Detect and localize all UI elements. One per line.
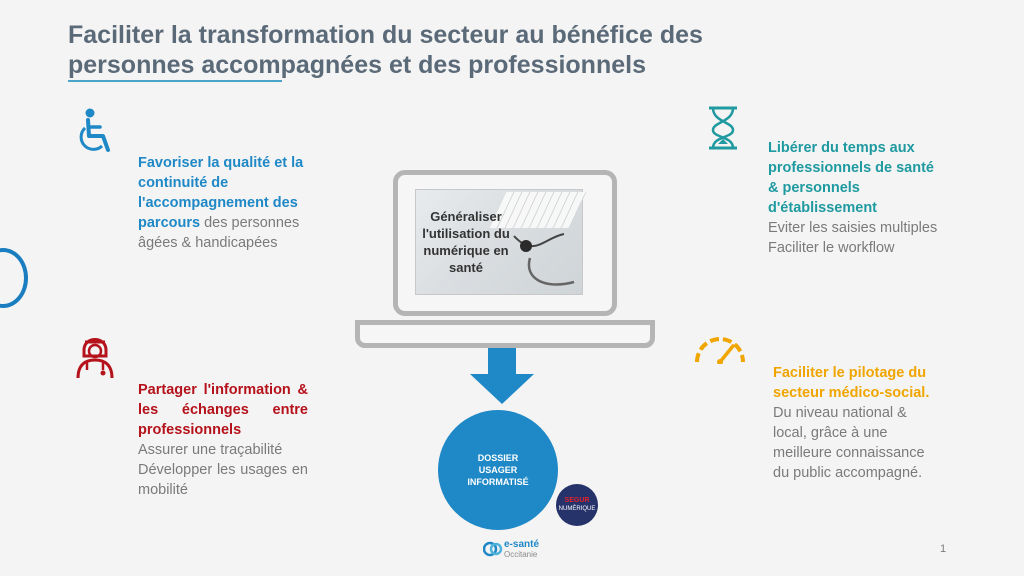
laptop-screen: Généraliser l'utilisation du numérique e… — [393, 170, 617, 316]
hourglass-icon — [709, 106, 737, 150]
laptop-text: Généraliser l'utilisation du numérique e… — [422, 209, 510, 275]
time-block: Libérer du temps aux professionnels de s… — [768, 138, 948, 258]
page-number: 1 — [940, 543, 947, 555]
time-subtext-2: Faciliter le workflow — [768, 240, 895, 256]
quality-heading: Favoriser la qualité et la continuité de… — [138, 155, 304, 231]
down-arrow-shaft — [488, 348, 516, 374]
sharing-heading: Partager l'information & les échanges en… — [138, 382, 308, 438]
speedometer-icon — [695, 337, 745, 364]
laptop-photo: Généraliser l'utilisation du numérique e… — [415, 189, 587, 295]
nurse-icon — [76, 338, 114, 379]
sharing-subtext-1: Assurer une traçabilité — [138, 442, 283, 458]
pilot-heading: Faciliter le pilotage du secteur médico-… — [773, 365, 930, 401]
segur-line2: NUMÉRIQUE — [558, 506, 596, 512]
sharing-subtext-2: Développer les usages en mobilité — [138, 462, 308, 498]
time-subtext-1: Eviter les saisies multiples — [768, 220, 938, 236]
quality-block: Favoriser la qualité et la continuité de… — [138, 153, 308, 253]
pilot-block: Faciliter le pilotage du secteur médico-… — [773, 363, 943, 483]
esante-logo-icon — [483, 541, 503, 557]
esante-logo-name: e-santé — [504, 539, 540, 550]
segur-line1: SEGUR — [564, 497, 590, 504]
down-arrow-icon — [470, 374, 534, 404]
wheelchair-icon — [79, 108, 110, 152]
time-heading: Libérer du temps aux professionnels de s… — [768, 140, 934, 216]
esante-logo-region: Occitanie — [504, 550, 538, 559]
stethoscope-icon — [513, 233, 575, 286]
laptop-base — [355, 320, 655, 348]
segur-badge: SEGUR NUMÉRIQUE — [556, 484, 598, 526]
dossier-circle: DOSSIER USAGER INFORMATISÉ — [438, 410, 558, 530]
pilot-subtext: Du niveau national & local, grâce à une … — [773, 405, 925, 481]
quality-subtext: des personnes âgées & handicapées — [138, 215, 300, 251]
dossier-label: DOSSIER USAGER INFORMATISÉ — [467, 453, 529, 487]
sharing-block: Partager l'information & les échanges en… — [138, 380, 308, 500]
decorative-arc — [0, 248, 28, 308]
title-underline — [68, 80, 282, 82]
page-title: Faciliter la transformation du secteur a… — [68, 21, 703, 79]
